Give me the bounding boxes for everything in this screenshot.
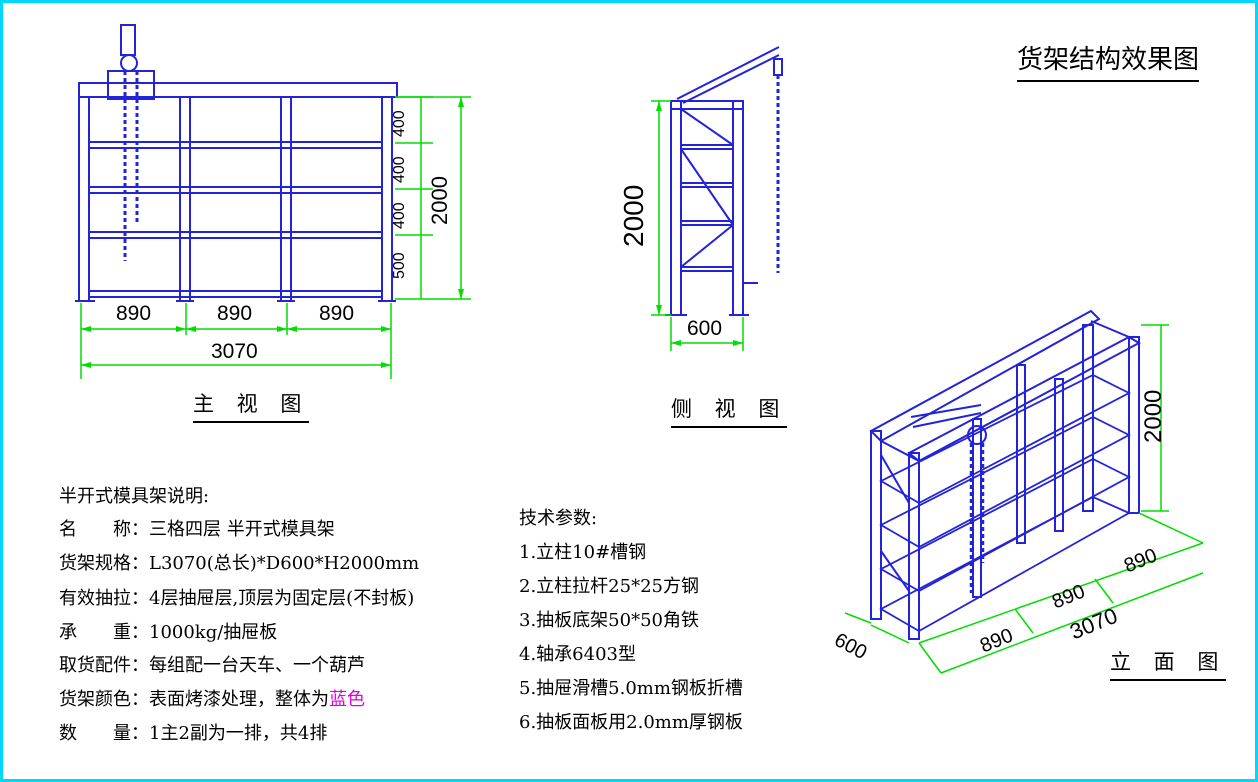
tech-item-2: 2.立柱拉杆25*25方钢 <box>519 576 699 597</box>
color-highlight: 蓝色 <box>329 689 365 710</box>
side-upright-back <box>732 100 744 316</box>
iso-top-rail <box>869 309 1101 443</box>
front-shelves <box>88 141 383 298</box>
iso-view <box>869 309 1142 640</box>
tech-item-3: 3.抽板底架50*50角铁 <box>519 610 699 631</box>
front-hoist <box>120 54 138 72</box>
description-row-spec: 货架规格：L3070(总长)*D600*H2000mm <box>59 553 420 574</box>
description-row-quantity: 数 量：1主2副为一排，共4排 <box>59 723 328 744</box>
iso-dimensions <box>844 324 1204 674</box>
front-tier-height-1: 400 <box>391 110 408 137</box>
front-tier-height-3: 400 <box>391 202 408 229</box>
description-row-load: 承 重：1000kg/抽屉板 <box>59 622 278 643</box>
side-height: 2000 <box>618 184 649 247</box>
front-tier-height-4: 500 <box>391 252 408 279</box>
tech-item-6: 6.抽板面板用2.0mm厚钢板 <box>519 712 743 733</box>
iso-upright-back-right <box>1128 336 1140 514</box>
front-dimensions <box>80 96 471 379</box>
iso-hoist <box>967 425 987 445</box>
tech-item-1: 1.立柱10#槽钢 <box>519 542 647 563</box>
front-view-caption: 主 视 图 <box>193 388 310 423</box>
iso-height: 2000 <box>1140 389 1167 443</box>
front-upright-1 <box>78 96 90 302</box>
front-trolley <box>107 70 155 100</box>
front-bay-width-1: 890 <box>116 302 152 325</box>
front-total-height: 2000 <box>427 176 452 225</box>
side-depth: 600 <box>687 317 723 340</box>
side-dimensions <box>651 100 744 351</box>
description-row-accessories: 取货配件：每组配一台天车、一个葫芦 <box>59 655 365 676</box>
tech-item-4: 4.轴承6403型 <box>519 644 636 665</box>
drawing-title: 货架结构效果图 <box>1017 39 1200 82</box>
description-row-color: 货架颜色：表面烤漆处理，整体为蓝色 <box>59 689 365 710</box>
tech-item-5: 5.抽屉滑槽5.0mm钢板折槽 <box>519 678 743 699</box>
front-upright-2 <box>179 96 191 302</box>
description-row-name: 名 称：三格四层 半开式模具架 <box>59 519 335 540</box>
side-upright-front <box>670 100 682 316</box>
side-crane-arm <box>676 46 780 100</box>
description-heading: 半开式模具架说明: <box>59 486 210 507</box>
drawing-canvas <box>75 24 1204 674</box>
front-top-beam <box>78 82 398 98</box>
description-row-drawer: 有效抽拉：4层抽屉层,顶层为固定层(不封板) <box>59 588 415 609</box>
front-dimension-arrows <box>81 97 464 368</box>
front-bay-width-3: 890 <box>319 302 355 325</box>
tech-heading: 技术参数: <box>519 508 598 529</box>
front-upright-3 <box>280 96 292 302</box>
front-view <box>75 24 398 302</box>
iso-shelves <box>879 373 1132 633</box>
front-tier-height-2: 400 <box>391 156 408 183</box>
side-view <box>665 46 783 316</box>
front-total-width: 3070 <box>211 340 258 363</box>
iso-view-caption: 立 面 图 <box>1110 646 1227 681</box>
side-view-caption: 侧 视 图 <box>671 393 788 428</box>
front-bay-width-2: 890 <box>217 302 253 325</box>
side-dimension-arrows <box>656 101 743 346</box>
